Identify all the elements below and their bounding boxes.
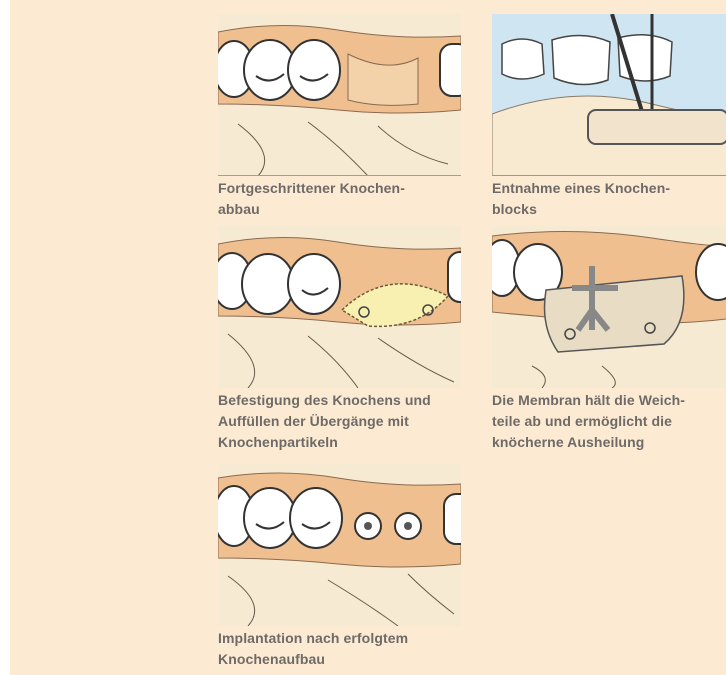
bone-block-image [492,14,726,176]
caption-bone-loss: Fortgeschrittener Knochen- abbau [218,178,461,220]
content-panel: Fortgeschrittener Knochen- abbau Entnahm… [10,0,726,675]
figure-membrane: Die Membran hält die Weich- teile ab und… [492,226,726,453]
caption-implant: Implantation nach erfolgtem Knochenaufba… [218,628,461,670]
fixation-illustration [218,226,461,388]
bone-block-illustration [492,14,726,176]
caption-fixation: Befestigung des Knochens und Auffüllen d… [218,390,461,453]
caption-membrane: Die Membran hält die Weich- teile ab und… [492,390,726,453]
bone-loss-image [218,14,461,176]
figure-fixation: Befestigung des Knochens und Auffüllen d… [218,226,461,453]
implant-image [218,464,461,626]
membrane-illustration [492,226,726,388]
fixation-image [218,226,461,388]
figure-bone-loss: Fortgeschrittener Knochen- abbau [218,14,461,220]
bone-loss-illustration [218,14,461,176]
figure-implant: Implantation nach erfolgtem Knochenaufba… [218,464,461,670]
membrane-image [492,226,726,388]
figure-bone-block: Entnahme eines Knochen- blocks [492,14,726,220]
implant-illustration [218,464,461,626]
caption-bone-block: Entnahme eines Knochen- blocks [492,178,726,220]
